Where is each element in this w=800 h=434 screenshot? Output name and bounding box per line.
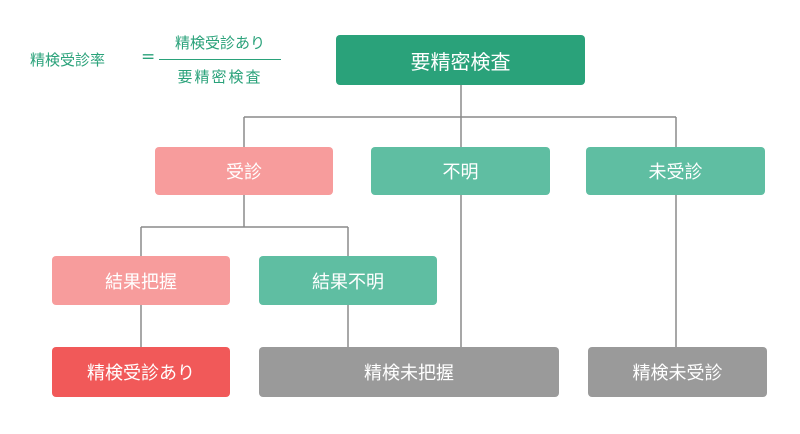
node-followup-not-done: 精検未受診 — [588, 347, 767, 397]
node-root: 要精密検査 — [336, 35, 585, 85]
node-unknown: 不明 — [371, 147, 550, 195]
formula-lhs: 精検受診率 — [30, 51, 106, 69]
formula-denominator: 要精密検査 — [177, 68, 263, 86]
node-result-known: 結果把握 — [52, 256, 230, 305]
node-followup-untracked: 精検未把握 — [259, 347, 559, 397]
formula-fraction-bar — [159, 59, 281, 60]
formula-equals: = — [141, 47, 156, 67]
node-followup-done: 精検受診あり — [52, 347, 230, 397]
node-result-unknown: 結果不明 — [259, 256, 437, 305]
node-consulted: 受診 — [155, 147, 333, 195]
formula-numerator: 精検受診あり — [174, 34, 265, 52]
node-not-consulted: 未受診 — [586, 147, 765, 195]
